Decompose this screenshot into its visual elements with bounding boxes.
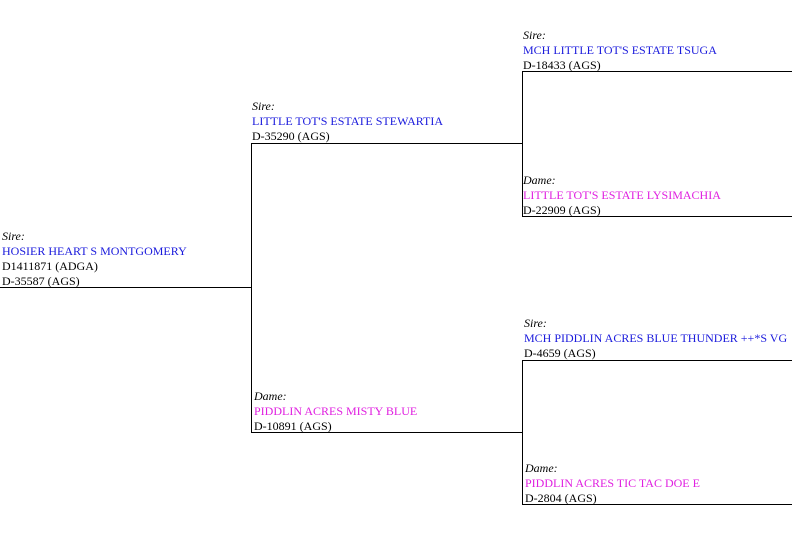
sire-sire-node: Sire: MCH LITTLE TOT'S ESTATE TSUGA D-18… <box>523 28 717 73</box>
dam-sire-reg: D-4659 (AGS) <box>524 346 596 360</box>
sire-underline <box>251 143 523 144</box>
subject-reg-adga: D1411871 (ADGA) <box>2 259 98 273</box>
subject-role: Sire: <box>2 229 25 243</box>
subject-node: Sire: HOSIER HEART S MONTGOMERY D1411871… <box>2 229 187 289</box>
sire-node: Sire: LITTLE TOT'S ESTATE STEWARTIA D-35… <box>252 99 443 144</box>
dam-sire-role: Sire: <box>524 316 547 330</box>
sire-dam-name-link[interactable]: LITTLE TOT'S ESTATE LYSIMACHIA <box>523 188 721 202</box>
sire-sire-reg: D-18433 (AGS) <box>523 58 601 72</box>
sire-sire-name-link[interactable]: MCH LITTLE TOT'S ESTATE TSUGA <box>523 43 717 57</box>
subject-underline <box>0 287 252 288</box>
sire-reg: D-35290 (AGS) <box>252 129 330 143</box>
sire-dam-node: Dame: LITTLE TOT'S ESTATE LYSIMACHIA D-2… <box>523 173 721 218</box>
dam-role: Dame: <box>254 389 287 403</box>
sire-dam-reg: D-22909 (AGS) <box>523 203 601 217</box>
sire-role: Sire: <box>252 99 275 113</box>
sire-sire-role: Sire: <box>523 28 546 42</box>
sire-dam-underline <box>522 216 792 217</box>
dam-dam-underline <box>522 504 792 505</box>
dam-name-link[interactable]: PIDDLIN ACRES MISTY BLUE <box>254 404 418 418</box>
dam-sire-name-link[interactable]: MCH PIDDLIN ACRES BLUE THUNDER ++*S VG <box>524 331 788 345</box>
dam-reg: D-10891 (AGS) <box>254 419 332 433</box>
sire-sire-underline <box>522 71 792 72</box>
dam-node: Dame: PIDDLIN ACRES MISTY BLUE D-10891 (… <box>254 389 417 434</box>
dam-dam-node: Dame: PIDDLIN ACRES TIC TAC DOE E D-2804… <box>525 461 700 506</box>
dam-dam-reg: D-2804 (AGS) <box>525 491 597 505</box>
dam-sire-node: Sire: MCH PIDDLIN ACRES BLUE THUNDER ++*… <box>524 316 787 361</box>
subject-reg-ags: D-35587 (AGS) <box>2 274 80 288</box>
dam-underline <box>251 432 523 433</box>
dam-sire-underline <box>522 360 792 361</box>
sire-dam-role: Dame: <box>523 173 556 187</box>
dam-dam-name-link[interactable]: PIDDLIN ACRES TIC TAC DOE E <box>525 476 700 490</box>
dam-dam-role: Dame: <box>525 461 558 475</box>
gen1-connector <box>251 143 252 432</box>
sire-side-connector <box>522 71 523 216</box>
subject-name-link[interactable]: HOSIER HEART S MONTGOMERY <box>2 244 187 258</box>
sire-name-link[interactable]: LITTLE TOT'S ESTATE STEWARTIA <box>252 114 444 128</box>
dam-side-connector <box>522 360 523 504</box>
